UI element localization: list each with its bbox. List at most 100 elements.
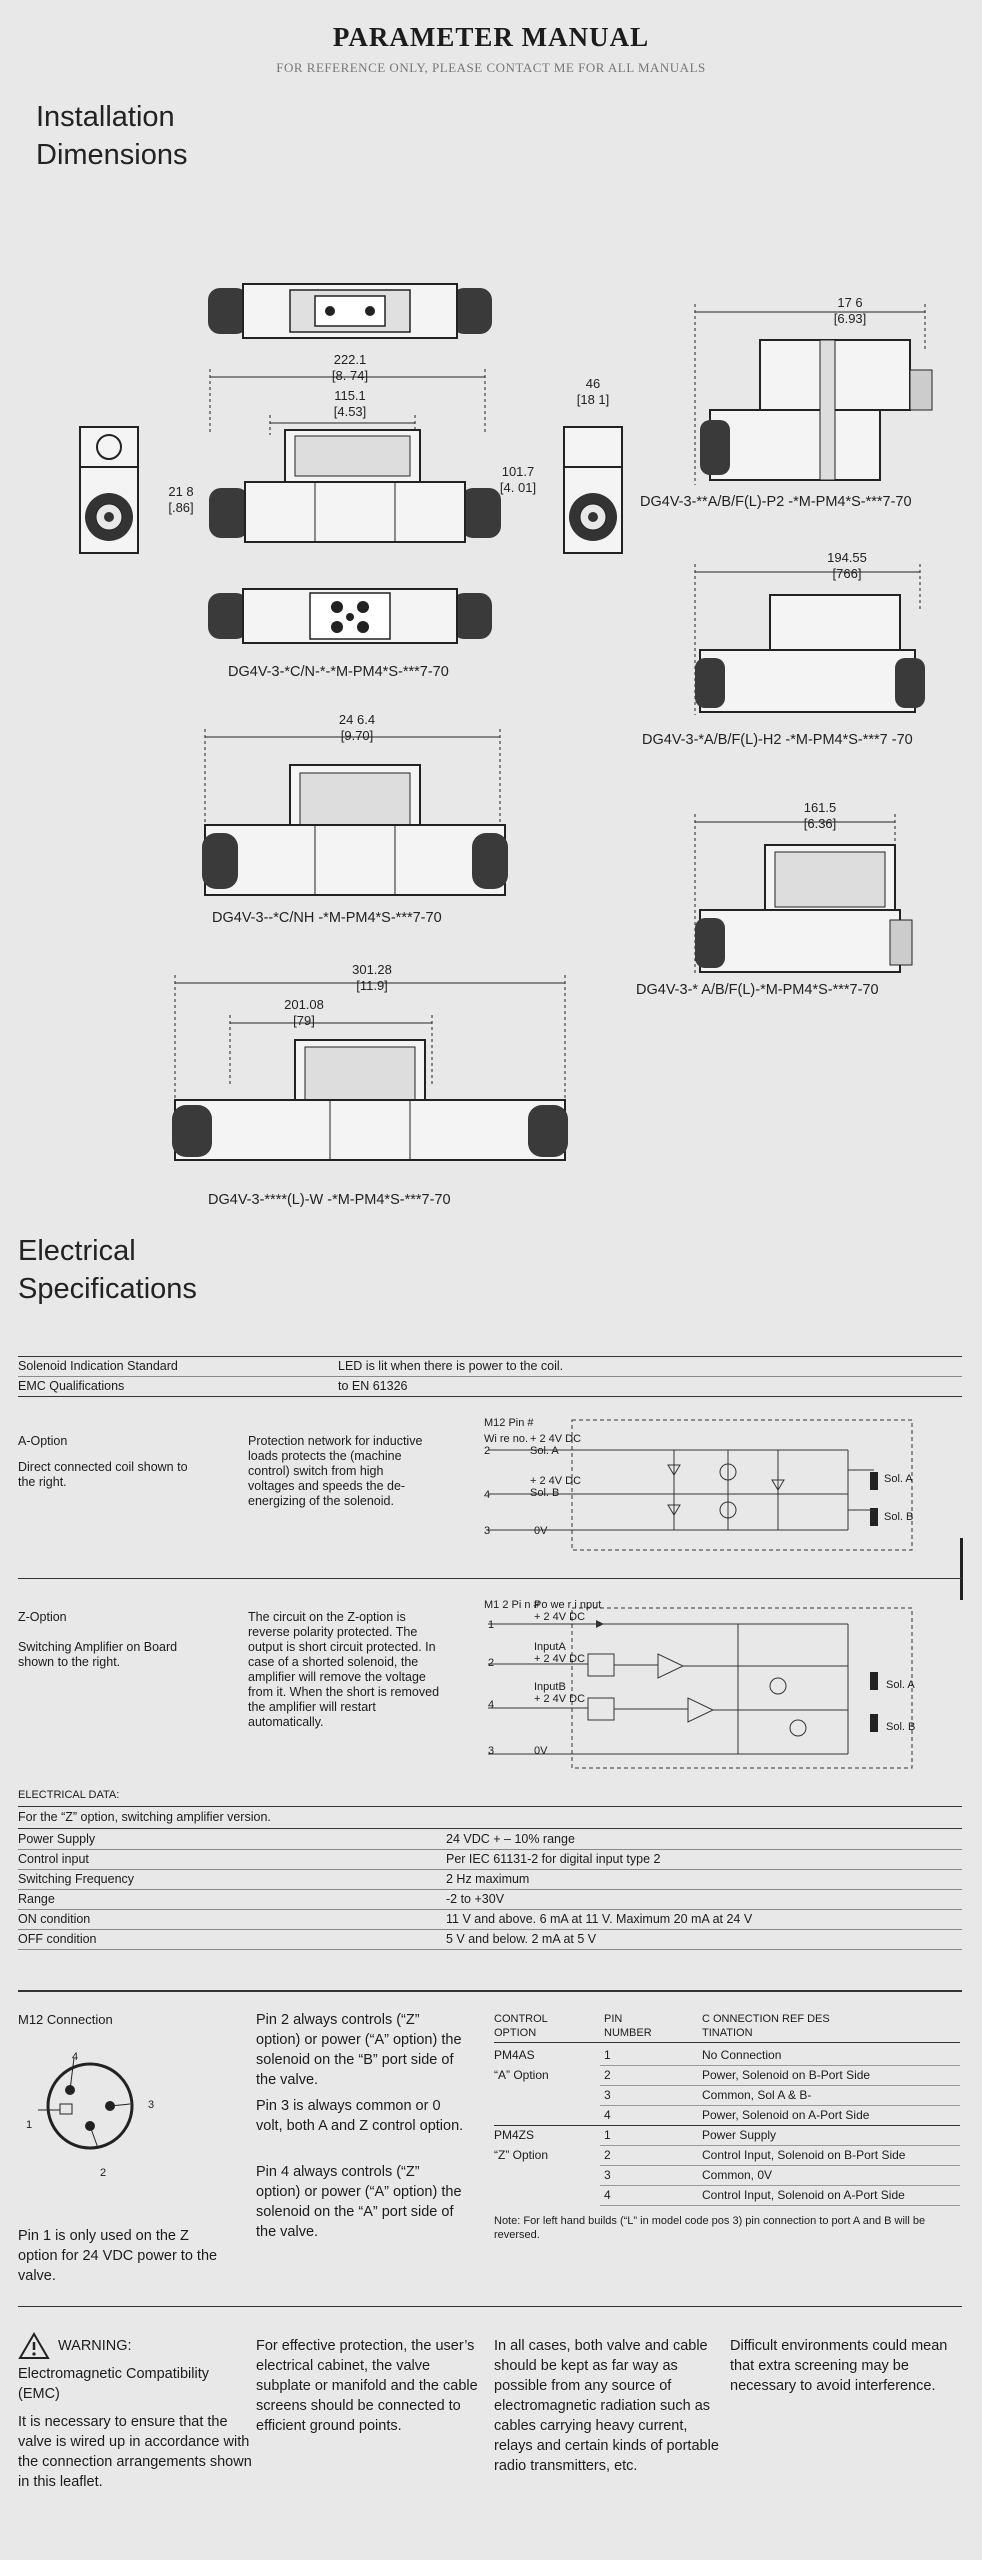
z-pin1: 1 (488, 1619, 495, 1631)
divider (600, 2165, 960, 2166)
pin-table-header-option: CONTROL OPTION (494, 2013, 548, 2039)
elec-data-value: Per IEC 61131-2 for digital input type 2 (446, 1852, 661, 1866)
dim-161: 161.5[6.36] (803, 800, 837, 831)
m12-pin3-label: 3 (148, 2099, 155, 2111)
elec-data-note: For the “Z” option, switching amplifier … (18, 1810, 271, 1824)
pin-table-row: 4 Control Input, Solenoid on A-Port Side (494, 2186, 960, 2204)
a-option-title: A-Option (18, 1434, 68, 1448)
label-w: DG4V-3-****(L)-W -*M-PM4*S-***7-70 (208, 1192, 451, 1208)
divider (600, 2085, 960, 2086)
label-h2: DG4V-3-*A/B/F(L)-H2 -*M-PM4*S-***7 -70 (642, 732, 913, 748)
valve-w-view (172, 975, 568, 1161)
pin-table-cell-dest: Control Input, Solenoid on B-Port Side (702, 2148, 906, 2162)
dim-194: 194.55[766] (827, 550, 867, 581)
z-pw: Po we r i nput (534, 1599, 602, 1611)
pin-table-cell-dest: Common, Sol A & B- (702, 2088, 812, 2102)
elec-data-label: ON condition (18, 1912, 91, 1926)
z-pin2: 2 (488, 1657, 495, 1669)
divider (600, 2205, 960, 2206)
label-p2: DG4V-3-**A/B/F(L)-P2 -*M-PM4*S-***7-70 (640, 494, 912, 510)
a-wire: Wi re no. (484, 1433, 529, 1445)
warning-icon (18, 2332, 50, 2359)
a-option-circuit (488, 1419, 913, 1551)
z-sola: Sol. A (886, 1679, 915, 1691)
pin-table-cell-dest: Power, Solenoid on B-Port Side (702, 2068, 871, 2082)
m12-pin4-label: 4 (72, 2051, 79, 2063)
divider (18, 1806, 962, 1807)
divider (18, 1396, 962, 1397)
valve-front-view (209, 429, 501, 543)
pin-table-cell-opt: PM4ZS (494, 2128, 535, 2142)
valve-cnh-view (202, 729, 508, 896)
label-cn: DG4V-3-*C/N-*-*M-PM4*S-***7-70 (228, 664, 449, 680)
m12-title: M12 Connection (18, 2012, 113, 2027)
divider (18, 1949, 962, 1950)
a-option-desc: Direct connected coil shown to the right… (18, 1460, 188, 1489)
valve-side-view-left (79, 426, 139, 554)
m12-pin3-text: Pin 3 is always common or 0 volt, both A… (256, 2098, 464, 2134)
warning-subtitle: Electromagnetic Compatibility (EMC) (18, 2366, 209, 2402)
m12-pin2-text: Pin 2 always controls (“Z” option) or po… (256, 2012, 462, 2088)
warning-title: WARNING: (58, 2338, 132, 2354)
z-v2: + 2 4V DC (534, 1653, 586, 1665)
z-pin3: 3 (488, 1745, 495, 1757)
page-subtitle: FOR REFERENCE ONLY, PLEASE CONTACT ME FO… (276, 60, 706, 75)
a-pin4: 4 (484, 1489, 491, 1501)
divider (600, 2145, 960, 2146)
z-v4: + 2 4V DC (534, 1693, 586, 1705)
pin-table-cell-dest: Control Input, Solenoid on A-Port Side (702, 2188, 905, 2202)
valve-abf-view (694, 814, 913, 975)
pin-table-cell-opt: “A” Option (494, 2068, 549, 2082)
elec-data-value: 2 Hz maximum (446, 1872, 530, 1886)
a-ov: 0V (534, 1525, 548, 1537)
valve-h2-view (694, 564, 925, 715)
label-cnh: DG4V-3--*C/NH -*M-PM4*S-***7-70 (212, 910, 442, 926)
divider (600, 2105, 960, 2106)
pin-table-cell-pin: 4 (604, 2188, 611, 2202)
pin-table-note: Note: For left hand builds (“L” in model… (494, 2215, 926, 2241)
divider (18, 1990, 962, 1992)
a-pin3: 3 (484, 1525, 491, 1537)
z-solb: Sol. B (886, 1721, 916, 1733)
pin-table-cell-dest: Power, Solenoid on A-Port Side (702, 2108, 870, 2122)
elec-data-title: ELECTRICAL DATA: (18, 1789, 120, 1801)
a-m12: M12 Pin # (484, 1417, 534, 1429)
warning-text-1: It is necessary to ensure that the valve… (18, 2414, 252, 2490)
divider (18, 1578, 962, 1579)
m12-pin1-note: Pin 1 is only used on the Z option for 2… (18, 2228, 218, 2284)
elec-data-label: OFF condition (18, 1932, 97, 1946)
a-solb: Sol. B (530, 1487, 560, 1499)
divider (600, 2065, 960, 2066)
a-option-text: Protection network for inductive loads p… (248, 1434, 423, 1508)
z-m12: M1 2 Pi n # (484, 1599, 540, 1611)
m12-pin4-text: Pin 4 always controls (“Z” option) or po… (256, 2164, 462, 2240)
elec-data-row: Control input Per IEC 61131-2 for digital… (18, 1850, 962, 1868)
pin-table-cell-dest: No Connection (702, 2048, 782, 2062)
dimension-lines-main (209, 369, 486, 435)
pin-table-row: 4 Power, Solenoid on A-Port Side (494, 2106, 960, 2124)
pin-table-header-pin: PIN NUMBER (604, 2013, 652, 2039)
pin-table-cell-opt: “Z” Option (494, 2148, 549, 2162)
a-sola-right: Sol. A (884, 1473, 913, 1485)
elec-data-value: -2 to +30V (446, 1892, 505, 1906)
pin-table-cell-pin: 4 (604, 2108, 611, 2122)
installation-title: Installation Dimensions (36, 101, 188, 171)
pin-table-cell-dest: Common, 0V (702, 2168, 773, 2182)
a-solb-right: Sol. B (884, 1511, 914, 1523)
pin-table-cell-dest: Power Supply (702, 2128, 777, 2142)
pin-table-header-dest: C ONNECTION REF DES TINATION (702, 2013, 830, 2039)
elec-data-label: Control input (18, 1852, 89, 1866)
divider (18, 1849, 962, 1850)
page-title: PARAMETER MANUAL (332, 22, 650, 52)
warning-text-2: For effective protection, the user’s ele… (256, 2338, 478, 2434)
z-v1: + 2 4V DC (534, 1611, 586, 1623)
divider (600, 2185, 960, 2186)
a-v1: + 2 4V DC (530, 1433, 582, 1445)
